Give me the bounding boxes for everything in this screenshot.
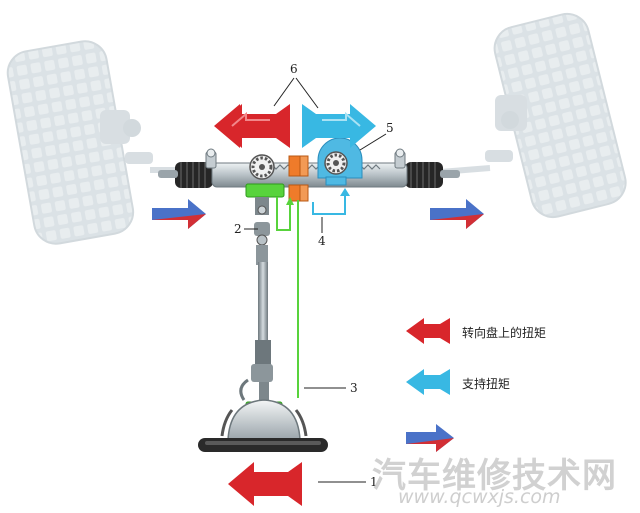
pinion-gear-icon xyxy=(249,154,275,180)
rack-motion-arrow-left-icon xyxy=(152,199,206,229)
legend-steering-torque-icon xyxy=(406,318,450,344)
torque-sensor-top-icon xyxy=(245,183,285,198)
legend-support-torque-label: 支持扭矩 xyxy=(462,377,511,391)
callout-6: 6 xyxy=(290,62,298,76)
servo-gear-icon xyxy=(317,137,363,186)
actuator-block-icon xyxy=(288,155,309,202)
support-torque-arrow-top-icon xyxy=(302,104,376,148)
steering-torque-arrow-top-icon xyxy=(214,104,290,148)
signal-lines xyxy=(276,188,350,398)
callout-2: 2 xyxy=(234,222,242,236)
callout-4: 4 xyxy=(318,234,326,248)
steering-column-icon xyxy=(239,197,273,402)
callout-5: 5 xyxy=(386,121,394,135)
rack-motion-arrow-right-shade xyxy=(430,214,484,229)
left-wheel-icon xyxy=(6,40,185,245)
legend-rack-motion-shade xyxy=(406,438,454,452)
rack-motion-arrow-right-icon xyxy=(430,199,484,229)
steering-rack-icon xyxy=(158,148,460,188)
driver-torque-arrow-icon xyxy=(228,462,302,506)
legend-support-torque-icon xyxy=(406,369,450,395)
callout-leaders xyxy=(244,77,387,483)
callout-3: 3 xyxy=(350,381,358,395)
right-wheel-icon xyxy=(439,12,627,219)
legend-steering-torque-label: 转向盘上的扭矩 xyxy=(462,326,547,340)
watermark-site-name: 汽车维修技术网 xyxy=(372,456,617,496)
callout-1: 1 xyxy=(370,475,378,489)
rack-motion-arrow-left-shade xyxy=(152,214,206,229)
steering-wheel-icon xyxy=(198,399,328,452)
watermark-url: www.qcwxjs.com xyxy=(398,486,561,508)
